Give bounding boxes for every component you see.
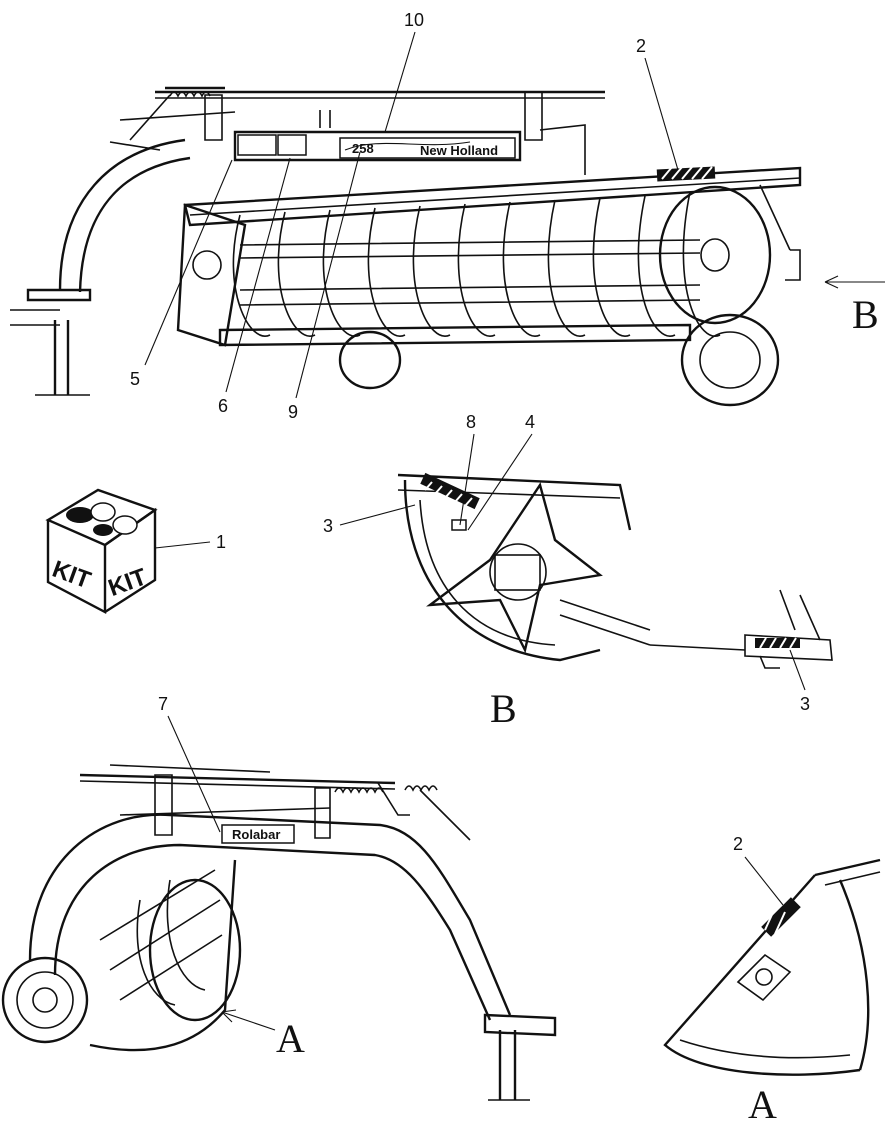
kit-label-left: KIT [49, 556, 95, 595]
callout-3-left: 3 [323, 516, 333, 536]
view-b-arrow-label: B [852, 292, 879, 337]
view-b-indicator: B [824, 275, 885, 337]
kit-label-right: KIT [105, 563, 151, 602]
callout-2-detail: 2 [733, 834, 743, 854]
view-b-detail-label: B [490, 686, 517, 731]
callout-9: 9 [288, 402, 298, 422]
callout-4: 4 [525, 412, 535, 432]
callout-10: 10 [404, 10, 424, 30]
callout-6: 6 [218, 396, 228, 416]
rake-side-view: 258 New Holland [10, 86, 802, 407]
view-a-detail-label: A [748, 1082, 777, 1122]
model-number-decal: 258 [352, 141, 374, 156]
view-a-detail: 2 A [663, 834, 881, 1122]
view-b-detail: B 8 4 3 3 [323, 412, 833, 731]
rolabar-decal: Rolabar [232, 827, 280, 842]
callout-8: 8 [466, 412, 476, 432]
brand-decal: New Holland [420, 143, 498, 158]
top-callouts: 10 2 5 6 9 [130, 10, 679, 422]
rake-front-view: Rolabar A 7 [1, 694, 557, 1101]
callout-2-top: 2 [636, 36, 646, 56]
callout-7: 7 [158, 694, 168, 714]
view-a-arrow-label: A [276, 1016, 305, 1061]
callout-1: 1 [216, 532, 226, 552]
kit-box: KIT KIT 1 [45, 488, 226, 614]
callout-5: 5 [130, 369, 140, 389]
callout-3-right: 3 [800, 694, 810, 714]
